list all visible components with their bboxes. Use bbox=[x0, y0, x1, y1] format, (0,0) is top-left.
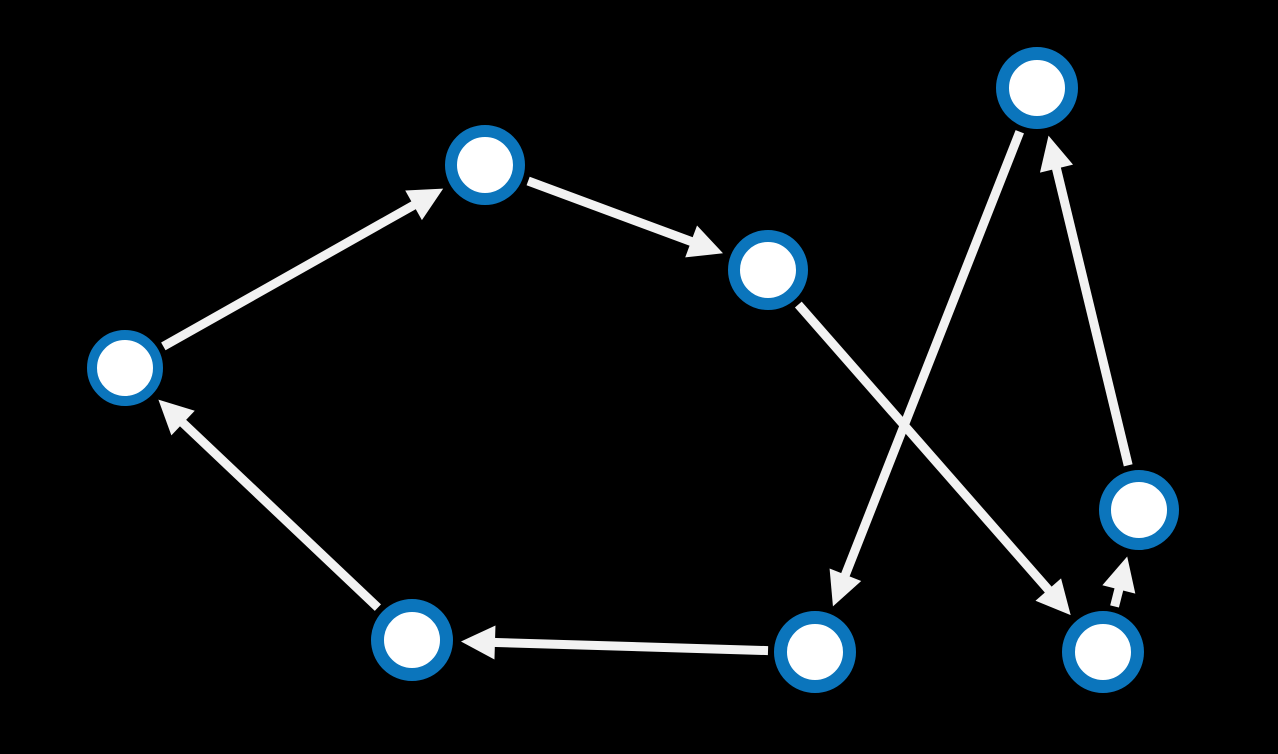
node-ring bbox=[445, 125, 525, 205]
node-ring bbox=[371, 599, 453, 681]
arrowhead-icon bbox=[685, 225, 723, 258]
graph-node[interactable] bbox=[87, 330, 163, 406]
graph-node[interactable] bbox=[371, 599, 453, 681]
edge-line bbox=[1051, 164, 1133, 467]
edge-line bbox=[161, 199, 419, 351]
graph-edge[interactable] bbox=[526, 176, 723, 258]
node-fill bbox=[1100, 471, 1178, 549]
node-ring bbox=[87, 330, 163, 406]
graph-node[interactable] bbox=[1062, 611, 1144, 693]
node-fill bbox=[88, 331, 162, 405]
graph-edge[interactable] bbox=[161, 188, 444, 351]
node-ring bbox=[1062, 611, 1144, 693]
node-fill bbox=[446, 126, 524, 204]
edge-line bbox=[177, 417, 381, 611]
graph-node[interactable] bbox=[996, 47, 1078, 129]
graph-edge[interactable] bbox=[460, 625, 769, 660]
arrowhead-icon bbox=[1035, 578, 1071, 616]
edge-line bbox=[491, 637, 769, 656]
edge-layer bbox=[158, 130, 1136, 660]
arrowhead-icon bbox=[1102, 556, 1136, 594]
node-fill bbox=[729, 231, 807, 309]
graph-node[interactable] bbox=[1099, 470, 1179, 550]
graph-edge[interactable] bbox=[1039, 135, 1133, 467]
edge-line bbox=[794, 301, 1054, 595]
edge-line bbox=[1110, 585, 1124, 608]
arrowhead-icon bbox=[460, 625, 496, 660]
graph-node[interactable] bbox=[774, 611, 856, 693]
graph-node[interactable] bbox=[728, 230, 808, 310]
graph-edge[interactable] bbox=[158, 399, 381, 611]
arrowhead-icon bbox=[1039, 135, 1074, 173]
graph-node[interactable] bbox=[445, 125, 525, 205]
arrowhead-icon bbox=[158, 399, 195, 436]
graph-edge[interactable] bbox=[829, 130, 1024, 607]
node-ring bbox=[774, 611, 856, 693]
arrowhead-icon bbox=[829, 568, 862, 607]
graph-edge[interactable] bbox=[794, 301, 1071, 616]
node-layer bbox=[87, 47, 1179, 693]
edge-line bbox=[840, 130, 1024, 580]
edge-line bbox=[526, 176, 696, 247]
graph-edge[interactable] bbox=[1102, 556, 1136, 608]
node-ring bbox=[728, 230, 808, 310]
node-ring bbox=[1099, 470, 1179, 550]
arrowhead-icon bbox=[405, 188, 444, 221]
node-ring bbox=[996, 47, 1078, 129]
